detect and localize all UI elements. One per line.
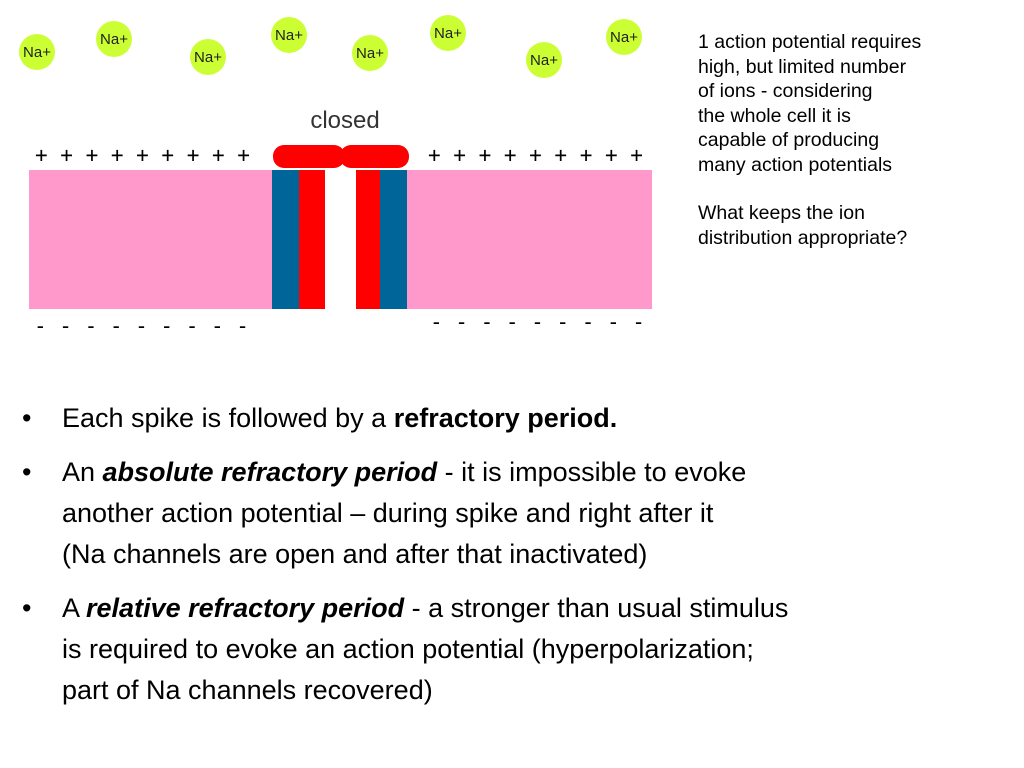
side-note: 1 action potential requires high, but li… xyxy=(698,30,1018,250)
bullet-text: Each spike is followed by a xyxy=(62,403,394,433)
na-ion: Na+ xyxy=(19,34,55,70)
channel-gate-right xyxy=(340,145,409,168)
na-ion: Na+ xyxy=(526,42,562,78)
positive-charges-left: + + + + + + + + + xyxy=(35,143,250,167)
bullet-list: • Each spike is followed by a refractory… xyxy=(22,398,1012,724)
bullet-line: Each spike is followed by a refractory p… xyxy=(62,398,1012,439)
channel-gate-left xyxy=(273,145,345,168)
side-note-paragraph: 1 action potential requires high, but li… xyxy=(698,31,922,176)
bullet-item: • Each spike is followed by a refractory… xyxy=(22,398,1012,439)
na-ion: Na+ xyxy=(352,35,388,71)
positive-charges-right: + + + + + + + + + xyxy=(428,143,643,167)
bullet-line: another action potential – during spike … xyxy=(62,498,714,528)
negative-charges-right: - - - - - - - - - xyxy=(430,310,645,334)
negative-charges-left: - - - - - - - - - xyxy=(34,314,249,338)
bullet-line: part of Na channels recovered) xyxy=(62,675,433,705)
sodium-channel xyxy=(272,145,409,309)
na-ion-label: Na+ xyxy=(23,44,51,61)
bullet-marker: • xyxy=(22,403,32,433)
bullet-text: A xyxy=(62,593,87,623)
bullet-line: (Na channels are open and after that ina… xyxy=(62,539,648,569)
bullet-line: An absolute refractory period - it is im… xyxy=(62,452,1012,493)
na-ion: Na+ xyxy=(190,39,226,75)
bullet-item: • An absolute refractory period - it is … xyxy=(22,452,1012,575)
bullet-item: • A relative refractory period - a stron… xyxy=(22,588,1012,711)
bullet-marker: • xyxy=(22,457,32,487)
na-ion: Na+ xyxy=(606,19,642,55)
membrane-left xyxy=(29,170,274,309)
membrane-right xyxy=(407,170,652,309)
na-ion: Na+ xyxy=(96,21,132,57)
na-ion-label: Na+ xyxy=(275,27,303,44)
na-ion-label: Na+ xyxy=(194,49,222,66)
bullet-text: - it is impossible to evoke xyxy=(437,457,747,487)
bullet-line: is required to evoke an action potential… xyxy=(62,634,754,664)
na-ion-label: Na+ xyxy=(100,31,128,48)
na-ion-label: Na+ xyxy=(356,45,384,62)
bullet-line: A relative refractory period - a stronge… xyxy=(62,588,1012,629)
bullet-term: relative refractory period xyxy=(86,593,405,623)
ion-channel-diagram: Na+ Na+ Na+ Na+ Na+ Na+ Na+ Na+ closed +… xyxy=(19,15,652,338)
na-ion-label: Na+ xyxy=(530,52,558,69)
bullet-bold-term: refractory period. xyxy=(393,403,618,433)
na-ion-label: Na+ xyxy=(434,25,462,42)
bullet-text: An xyxy=(62,457,103,487)
bullet-marker: • xyxy=(22,593,32,623)
na-ion: Na+ xyxy=(271,17,307,53)
channel-state-label: closed xyxy=(310,107,379,134)
na-ion-label: Na+ xyxy=(610,29,638,46)
na-ion: Na+ xyxy=(430,15,466,51)
side-note-question: What keeps the ion distribution appropri… xyxy=(698,202,908,249)
bullet-term: absolute refractory period xyxy=(102,457,438,487)
bullet-text: - a stronger than usual stimulus xyxy=(404,593,789,623)
